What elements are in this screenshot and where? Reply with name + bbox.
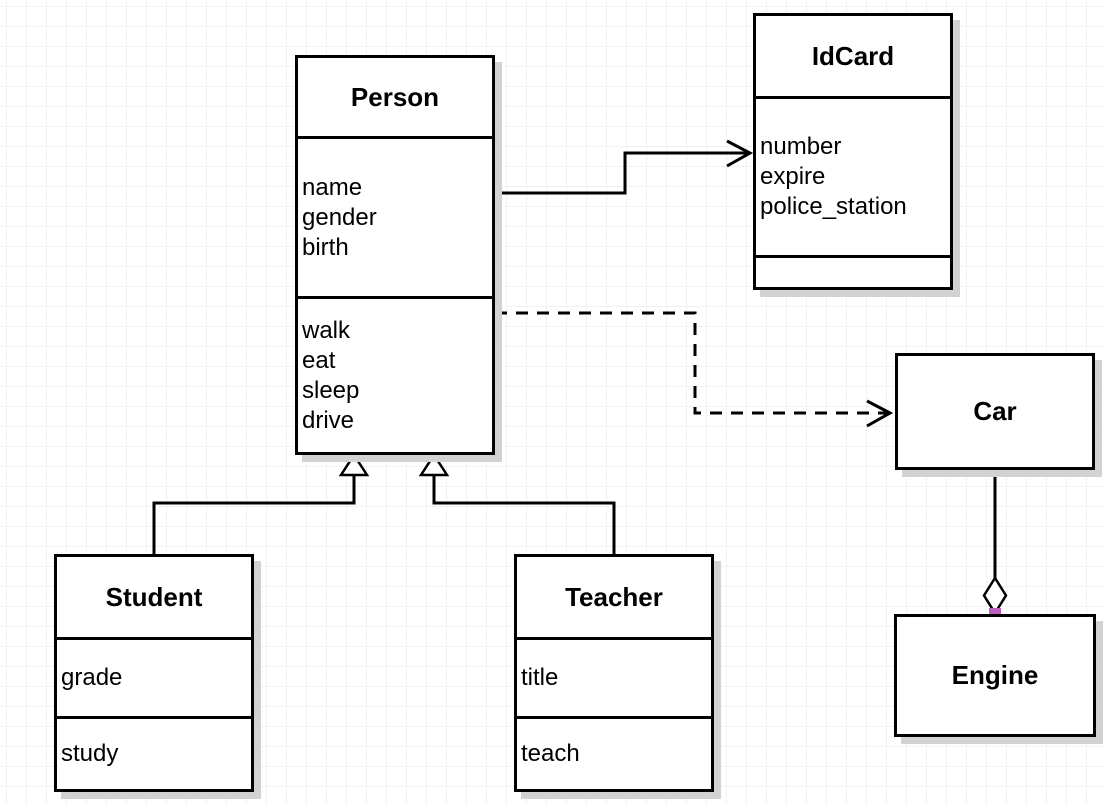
method: sleep <box>302 376 360 404</box>
generalization-teacher-person[interactable] <box>432 474 616 554</box>
class-title: Engine <box>951 660 1039 690</box>
hollow-diamond-engine <box>982 575 1008 616</box>
class-box-student[interactable]: Student grade study <box>54 554 254 792</box>
class-methods-empty <box>756 255 950 287</box>
class-attributes: grade <box>57 637 251 716</box>
class-methods: walk eat sleep drive <box>298 296 492 452</box>
method: teach <box>521 740 580 767</box>
dependency-person-car[interactable] <box>495 311 888 415</box>
class-box-person[interactable]: Person name gender birth walk eat sleep … <box>295 55 495 455</box>
class-attributes: title <box>517 637 711 716</box>
class-box-teacher[interactable]: Teacher title teach <box>514 554 714 792</box>
association-person-idcard[interactable] <box>495 151 749 195</box>
class-box-idcard[interactable]: IdCard number expire police_station <box>753 13 953 290</box>
attribute: gender <box>302 203 377 231</box>
class-methods: study <box>57 716 251 789</box>
hollow-triangle-teacher <box>418 452 450 477</box>
hollow-triangle-student <box>338 452 370 477</box>
class-box-car[interactable]: Car <box>895 353 1095 470</box>
attribute: police_station <box>760 193 907 220</box>
attribute: expire <box>760 163 826 190</box>
method: study <box>61 740 119 767</box>
class-title: Student <box>105 581 203 612</box>
generalization-student-person[interactable] <box>152 474 356 554</box>
attribute: title <box>521 664 559 691</box>
method: walk <box>302 316 351 344</box>
class-methods: teach <box>517 716 711 789</box>
attribute: birth <box>302 233 349 261</box>
class-title: Person <box>350 81 440 112</box>
class-box-engine[interactable]: Engine <box>894 614 1096 737</box>
open-arrowhead-car <box>866 399 894 428</box>
open-arrowhead-idcard <box>726 139 754 168</box>
class-attributes: number expire police_station <box>756 96 950 255</box>
attribute: name <box>302 173 363 201</box>
class-title: Teacher <box>565 581 663 612</box>
attribute: number <box>760 133 842 160</box>
class-title: Car <box>973 396 1017 426</box>
method: eat <box>302 346 336 374</box>
class-attributes: name gender birth <box>298 136 492 296</box>
class-title: IdCard <box>811 40 895 71</box>
method: drive <box>302 406 355 434</box>
attribute: grade <box>61 664 123 691</box>
